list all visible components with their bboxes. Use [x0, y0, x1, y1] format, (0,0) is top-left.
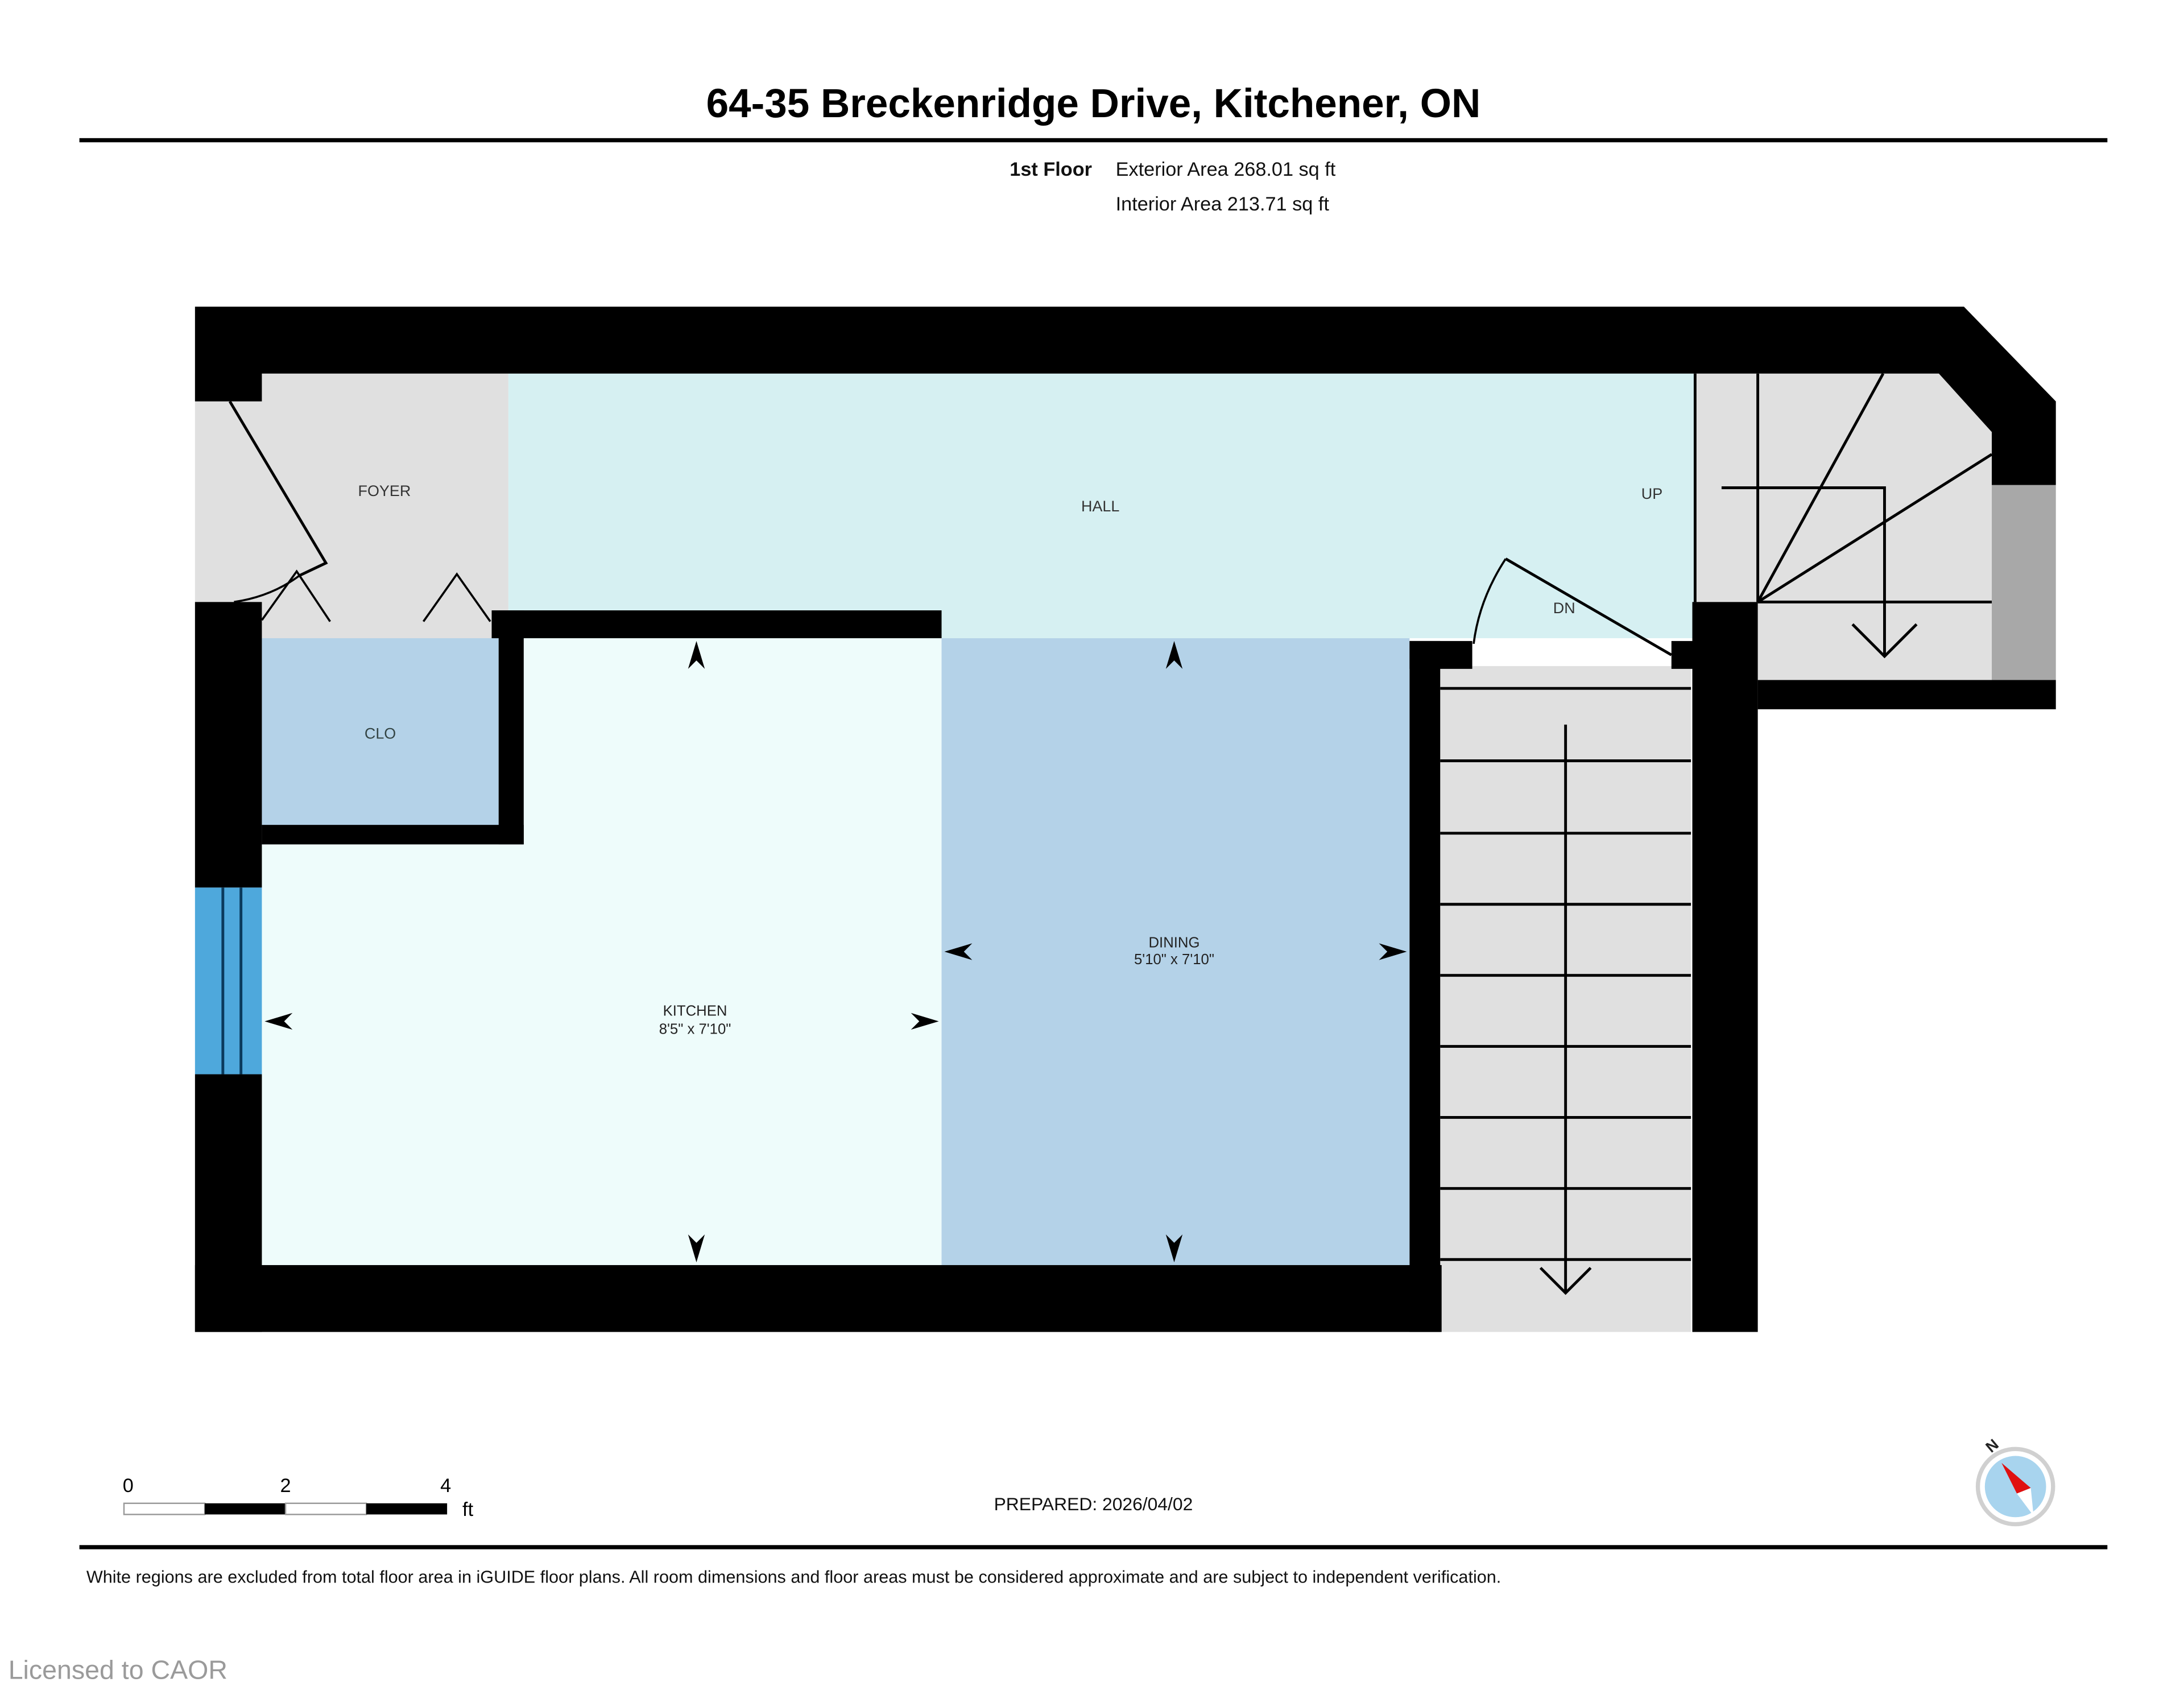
header-divider [79, 138, 2108, 143]
wall-closet-bottom [262, 825, 524, 845]
interior-area: Interior Area 213.71 sq ft [1116, 193, 1330, 215]
arrow-left-icon [264, 1013, 293, 1030]
room-fills [195, 373, 2056, 1332]
arrow-up-icon [688, 640, 705, 669]
wall-stairs-right [1692, 602, 1758, 1332]
arrow-right-icon [911, 1013, 939, 1030]
stairs-down-label: DN [1553, 600, 1575, 617]
wall-left-upper [195, 602, 262, 888]
wall-bottom [195, 1265, 1442, 1332]
stair-door-swing [1472, 558, 1507, 644]
compass-needle-north [2001, 1462, 2031, 1494]
arrow-up-icon [1165, 640, 1183, 669]
arrow-head [1851, 623, 1918, 659]
scale-tick-0: 0 [123, 1475, 134, 1497]
entry-door-swing [234, 575, 300, 604]
stairs-up-arrow-icon [1721, 486, 1886, 656]
doors [228, 400, 1673, 656]
walls [195, 307, 2056, 1332]
wall-stair-door-left [1409, 640, 1472, 669]
stairs-up [1693, 373, 1993, 659]
room-label-hall: HALL [1081, 498, 1119, 515]
stairs-down [1440, 687, 1691, 1295]
arrow-left-icon [944, 943, 973, 960]
scale-segment [284, 1502, 367, 1515]
compass-needle-south [2017, 1487, 2034, 1516]
footer-divider [79, 1545, 2108, 1549]
arrow-down-icon [1165, 1234, 1183, 1263]
stair-door-icon [1505, 557, 1673, 656]
compass-icon: N [1975, 1436, 2055, 1527]
scale-segment [123, 1502, 206, 1515]
dining-area [941, 638, 1410, 1266]
winder-line [1757, 453, 1993, 604]
foyer-area [195, 373, 508, 638]
stairs-up-label: UP [1641, 485, 1662, 502]
exterior-area: Exterior Area 268.01 sq ft [1116, 159, 1336, 180]
hall-area [508, 373, 1695, 638]
arrow-right-icon [1379, 943, 1407, 960]
license-watermark: Licensed to CAOR [9, 1655, 228, 1684]
prepared-date: PREPARED: 2026/04/02 [994, 1494, 1193, 1514]
scale-unit: ft [462, 1499, 474, 1520]
room-label-closet: CLO [365, 725, 396, 742]
scale-tick-4: 4 [440, 1475, 451, 1497]
wall-upstairs-bottom [1757, 680, 2056, 709]
window-pane [195, 887, 262, 1075]
scale-segment [205, 1503, 286, 1515]
entry-door-icon [228, 400, 328, 577]
room-dims-kitchen: 8'5" x 7'10" [659, 1022, 731, 1038]
room-label-foyer: FOYER [358, 482, 411, 499]
scale-segment [366, 1503, 448, 1515]
bifold-door-left-icon [260, 569, 331, 622]
disclaimer: White regions are excluded from total fl… [86, 1567, 1501, 1586]
arrow-down-icon [688, 1234, 705, 1263]
scale-bar: 0 2 4 ft [123, 1475, 474, 1520]
room-label-kitchen: KITCHEN [663, 1003, 727, 1019]
room-label-dining: DINING [1149, 935, 1200, 951]
stairs-up-side [1992, 485, 2056, 680]
floor-label: 1st Floor [1010, 159, 1092, 180]
dimension-markers [264, 640, 1407, 1263]
wall-stairs-left [1409, 640, 1441, 1332]
window [195, 887, 262, 1075]
scale-tick-2: 2 [280, 1475, 291, 1497]
wall-stair-door-right [1671, 640, 1695, 669]
wall-top [195, 307, 2056, 485]
room-dims-dining: 5'10" x 7'10" [1134, 952, 1214, 968]
closet-area-overlay [262, 638, 499, 827]
wall-kitchen-top [491, 610, 942, 638]
arrow-head [1539, 1267, 1592, 1295]
page-title: 64-35 Breckenridge Drive, Kitchener, ON [706, 81, 1481, 126]
bifold-door-right-icon [422, 572, 491, 622]
wall-closet-right [498, 610, 524, 845]
